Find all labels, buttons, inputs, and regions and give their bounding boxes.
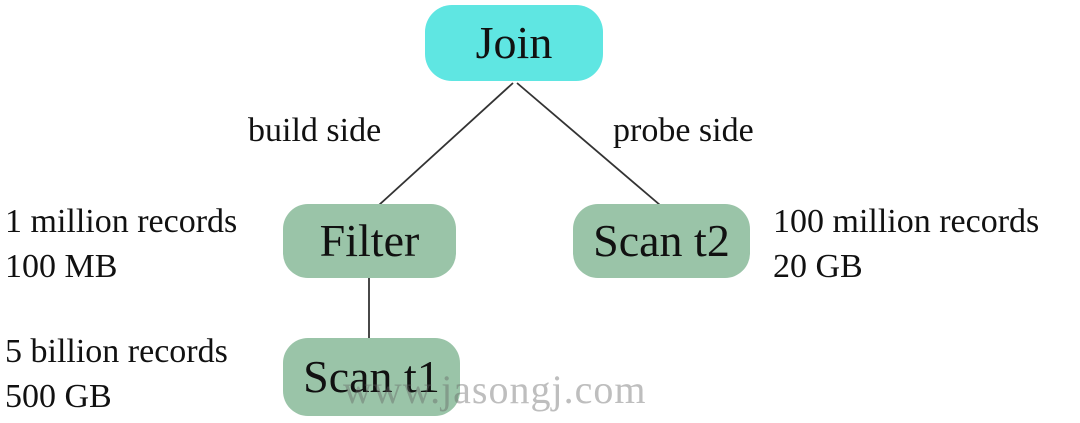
node-filter-label: Filter [319,215,420,266]
edge-label-build-side: build side [248,112,382,149]
node-scan-t1-label: Scan t1 [303,351,440,402]
node-filter: Filter [283,204,456,278]
node-join-label: Join [475,17,553,68]
annotation-filter-size: 100 MB [5,248,118,285]
annotation-scan-t2-stats: 100 million records 20 GB [773,199,1039,289]
node-join: Join [425,5,603,81]
annotation-scan-t2-records: 100 million records [773,203,1040,240]
edge-join-filter [378,82,514,206]
edge-label-probe-side: probe side [613,112,754,149]
node-scan-t1: Scan t1 [283,338,460,416]
node-scan-t2-label: Scan t2 [593,215,730,266]
annotation-scan-t2-size: 20 GB [773,248,863,285]
node-scan-t2: Scan t2 [573,204,750,278]
annotation-filter-records: 1 million records [5,203,238,240]
annotation-scan-t1-records: 5 billion records [5,333,228,370]
annotation-scan-t1-stats: 5 billion records 500 GB [5,329,228,419]
annotation-filter-stats: 1 million records 100 MB [5,199,237,289]
annotation-scan-t1-size: 500 GB [5,378,112,415]
